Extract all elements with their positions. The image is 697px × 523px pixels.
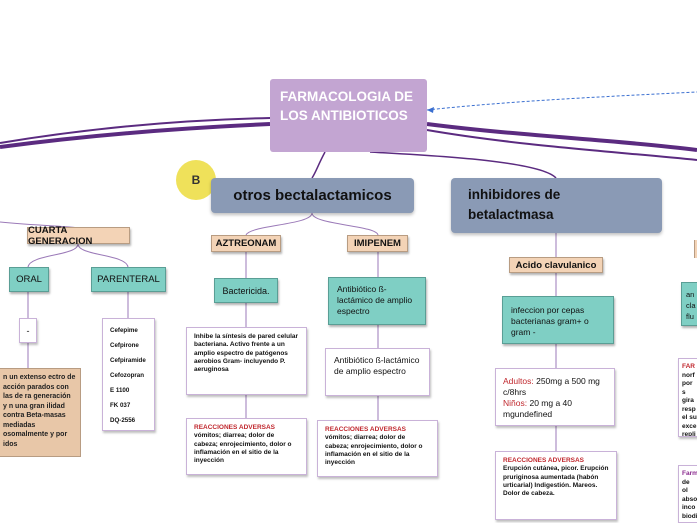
right-edge-white-box-2[interactable]: Farm de ol abso inco biodi apro bbox=[678, 465, 697, 523]
clavulanico-adverse[interactable]: REACCIONES ADVERSAS Erupción cutánea, pi… bbox=[495, 451, 617, 520]
drug-item: E 1100 bbox=[110, 383, 147, 398]
right-edge-box3-text: de ol abso inco biodi apro bbox=[682, 479, 697, 523]
clavulanico-adverse-title: REACCIONES ADVERSAS bbox=[503, 457, 609, 465]
aztreonam-adverse-title: REACCIONES ADVERSAS bbox=[194, 424, 299, 432]
drug-item: DQ-2556 bbox=[110, 413, 147, 428]
clavulanico-dosage[interactable]: Adultos: 250mg a 500 mg c/8hrs Niños: 20… bbox=[495, 368, 615, 426]
cuarta-description[interactable]: n un extenso ectro de acción parados con… bbox=[0, 368, 81, 457]
oral-item[interactable]: - bbox=[19, 318, 37, 343]
acido-clavulanico-label[interactable]: Acido clavulanico bbox=[509, 257, 603, 273]
imipenem-type[interactable]: Antibiótico ß-lactámico de amplio espect… bbox=[328, 277, 426, 325]
right-edge-white-box[interactable]: FAR norf por s gira resp el su exce repl… bbox=[678, 358, 697, 437]
clavulanico-indication[interactable]: infeccion por cepas bacterianas gram+ o … bbox=[502, 296, 614, 344]
cuarta-generacion-label[interactable]: CUARTA GENERACION bbox=[27, 227, 130, 244]
right-edge-box3-title: Farm bbox=[682, 470, 697, 479]
main-title[interactable]: FARMACOLOGIA DE LOS ANTIBIOTICOS bbox=[270, 79, 427, 152]
ninos-label: Niños: bbox=[503, 398, 527, 408]
topic-otros-betalactamicos[interactable]: otros bectalactamicos bbox=[211, 178, 414, 213]
clavulanico-adverse-text: Erupción cutánea, picor. Erupción prurig… bbox=[503, 465, 608, 497]
right-edge-teal-box[interactable]: an cla flu bbox=[681, 282, 697, 326]
drug-item: FK 037 bbox=[110, 398, 147, 413]
drug-item: Cefpirone bbox=[110, 338, 147, 353]
drug-item: Cefpiramide bbox=[110, 353, 147, 368]
imipenem-label[interactable]: IMIPENEM bbox=[347, 235, 408, 252]
imipenem-adverse-text: vómitos; diarrea; dolor de cabeza; enroj… bbox=[325, 434, 423, 466]
right-edge-box2-text: norf por s gira resp el su exce repli bbox=[682, 372, 697, 438]
drug-item: Cefozopran bbox=[110, 368, 147, 383]
aztreonam-adverse-text: vómitos; diarrea; dolor de cabeza; enroj… bbox=[194, 432, 292, 464]
imipenem-adverse[interactable]: REACCIONES ADVERSAS vómitos; diarrea; do… bbox=[317, 420, 438, 477]
aztreonam-adverse[interactable]: REACCIONES ADVERSAS vómitos; diarrea; do… bbox=[186, 418, 307, 475]
aztreonam-label[interactable]: AZTREONAM bbox=[211, 235, 281, 252]
imipenem-description[interactable]: Antibiótico ß-lactámico de amplio espect… bbox=[325, 348, 430, 396]
aztreonam-description[interactable]: Inhibe la síntesis de pared celular bact… bbox=[186, 327, 307, 395]
drug-item: Cefepime bbox=[110, 323, 147, 338]
right-edge-box2-title: FAR bbox=[682, 363, 697, 372]
imipenem-adverse-title: REACCIONES ADVERSAS bbox=[325, 426, 430, 434]
oral-node[interactable]: ORAL bbox=[9, 267, 49, 292]
parenteral-drug-list[interactable]: Cefepime Cefpirone Cefpiramide Cefozopra… bbox=[102, 318, 155, 431]
topic-badge: B bbox=[176, 160, 216, 200]
adultos-label: Adultos: bbox=[503, 376, 534, 386]
aztreonam-type[interactable]: Bactericida. bbox=[214, 278, 278, 303]
topic-inhibidores-betalactamasa[interactable]: inhibidores de betalactmasa bbox=[451, 178, 662, 233]
parenteral-node[interactable]: PARENTERAL bbox=[91, 267, 166, 292]
